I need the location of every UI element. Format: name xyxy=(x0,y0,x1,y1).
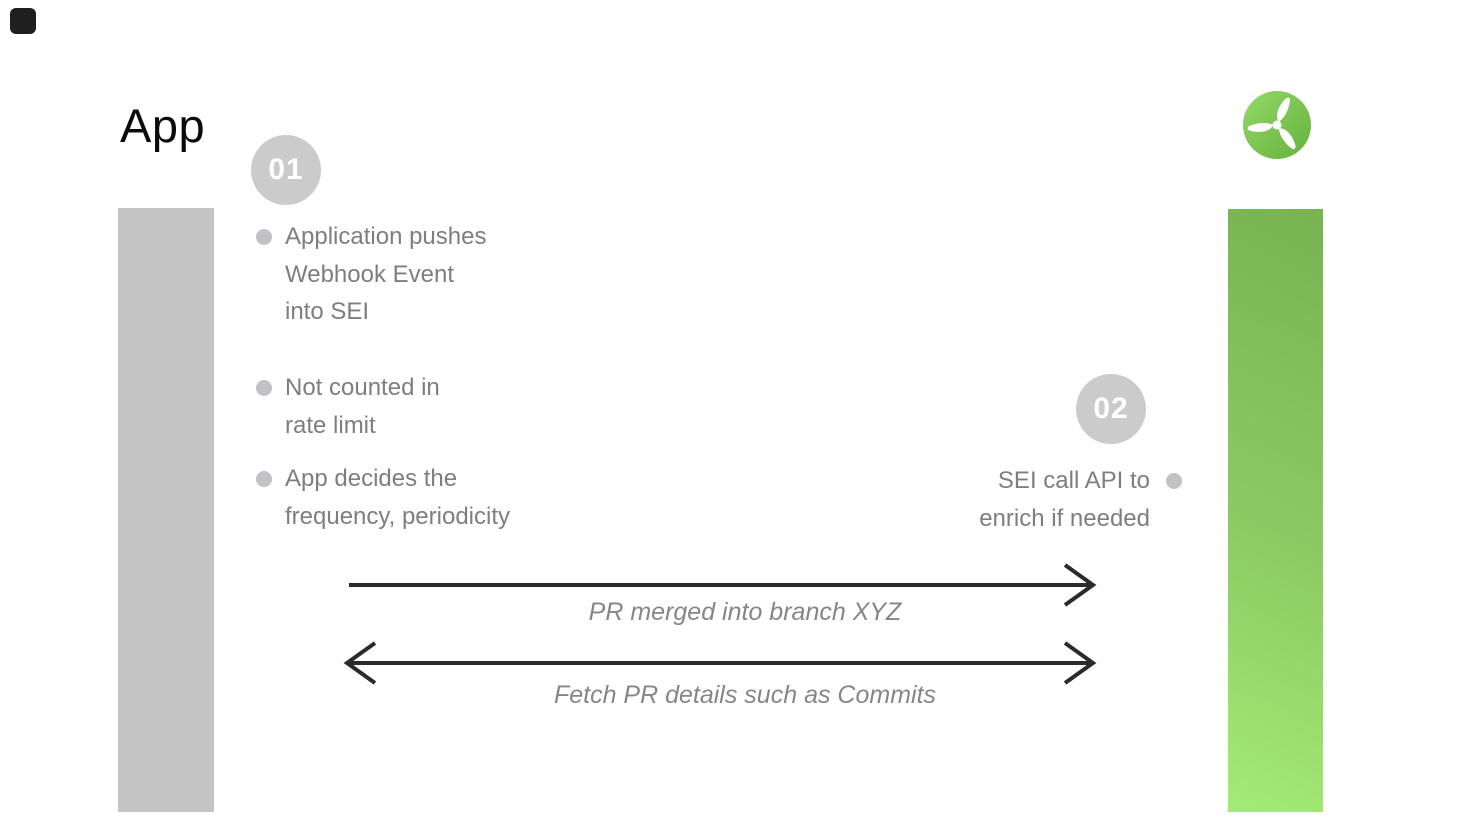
propeller-logo-icon xyxy=(1243,91,1311,159)
list-item: App decides the frequency, periodicity xyxy=(256,460,510,535)
list-item: Not counted in rate limit xyxy=(256,369,440,444)
bullet-dot-icon xyxy=(256,380,272,396)
corner-mark-icon[interactable] xyxy=(10,8,36,34)
step-badge-01-label: 01 xyxy=(268,153,304,186)
sei-column-bar xyxy=(1228,209,1323,812)
bullet-text: App decides the frequency, periodicity xyxy=(285,465,510,530)
arrow-label-fetch-details: Fetch PR details such as Commits xyxy=(553,681,937,709)
step-badge-02-label: 02 xyxy=(1093,392,1129,425)
arrowhead-right-icon xyxy=(1063,563,1097,607)
app-column-bar xyxy=(118,208,214,812)
arrowhead-right-icon xyxy=(1063,641,1097,685)
list-item: SEI call API to enrich if needed xyxy=(862,462,1182,537)
list-item: Application pushes Webhook Event into SE… xyxy=(256,218,486,331)
arrowhead-left-icon xyxy=(343,641,377,685)
step-badge-02: 02 xyxy=(1076,374,1146,444)
flow-arrows xyxy=(343,563,1097,685)
bullet-text: Application pushes Webhook Event into SE… xyxy=(285,223,487,325)
bullet-dot-icon xyxy=(256,471,272,487)
page-title: App xyxy=(120,99,206,152)
bullet-dot-icon xyxy=(256,229,272,245)
step-badge-01: 01 xyxy=(251,135,321,205)
bullet-dot-icon xyxy=(1166,473,1182,489)
bullet-text: SEI call API to enrich if needed xyxy=(979,467,1150,532)
bullet-text: Not counted in rate limit xyxy=(285,374,440,439)
arrow-label-pr-merged: PR merged into branch XYZ xyxy=(588,598,902,626)
